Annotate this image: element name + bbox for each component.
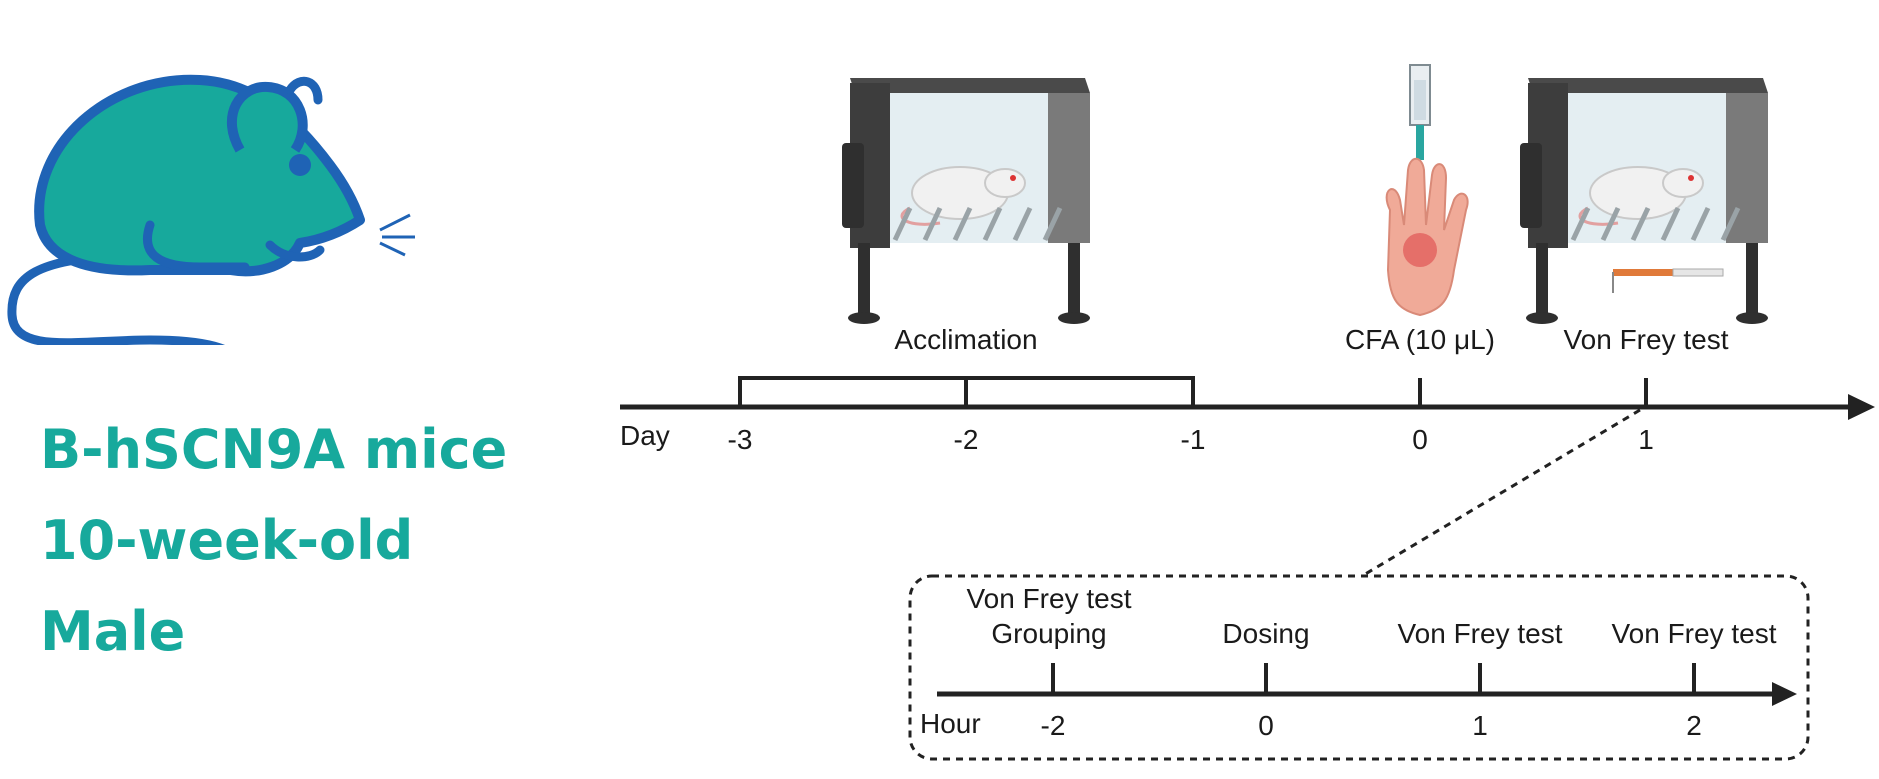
age-label: 10-week-old xyxy=(40,509,414,572)
mouse-icon xyxy=(7,74,415,345)
paw-injection-icon xyxy=(1385,64,1469,317)
day-axis-unit-label: Day xyxy=(620,420,670,451)
testing-chamber-icon xyxy=(1520,78,1768,324)
hour-event-label: Von Frey test xyxy=(1611,618,1777,649)
hour-tick-label: 1 xyxy=(1472,710,1488,741)
day-tick-label: -2 xyxy=(953,424,979,455)
hour-axis-arrowhead xyxy=(1772,682,1797,706)
hour-tick-label: 0 xyxy=(1258,710,1274,741)
testing-chamber-icon xyxy=(842,78,1090,324)
zoom-connector xyxy=(1361,408,1641,578)
sex-label: Male xyxy=(40,600,186,663)
strain-label: B-hSCN9A mice xyxy=(40,418,508,481)
hour-event-label: Dosing xyxy=(1222,618,1310,649)
hour-event-label: Von Frey test xyxy=(966,583,1132,614)
cfa-injection-label: CFA (10 μL) xyxy=(1345,324,1495,355)
von-frey-filament-icon xyxy=(1612,268,1724,293)
hour-axis-unit-label: Hour xyxy=(920,708,981,739)
day-tick-label: -3 xyxy=(727,424,753,455)
day-tick-label: 1 xyxy=(1638,424,1654,455)
day-axis-arrowhead xyxy=(1848,394,1875,420)
hour-detail-box xyxy=(908,574,1810,761)
hour-event-label: Von Frey test xyxy=(1397,618,1563,649)
day-tick-label: -1 xyxy=(1180,424,1206,455)
hour-event-label: Grouping xyxy=(991,618,1107,649)
acclimation-label: Acclimation xyxy=(894,324,1038,355)
day-tick-label: 0 xyxy=(1412,424,1428,455)
hour-tick-label: 2 xyxy=(1686,710,1702,741)
hour-tick-label: -2 xyxy=(1040,710,1066,741)
von-frey-day-label: Von Frey test xyxy=(1563,324,1729,355)
